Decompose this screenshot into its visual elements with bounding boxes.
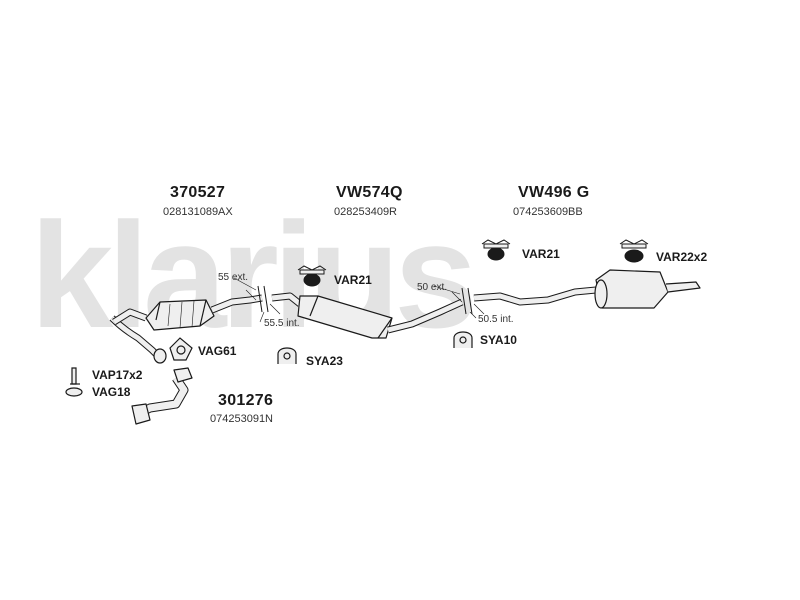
section-ref: 074253091N [210,413,274,425]
section-ref: 074253609BB [513,206,583,218]
middle-silencer [297,295,393,339]
fitting-code: VAG18 [92,385,131,399]
section-part-number: 301276 [218,392,274,409]
down-pipe-301276 [131,367,193,425]
var21-hanger-icon [297,265,327,287]
leader-int-555 [259,311,265,323]
fitting-code: VAR21 [334,273,372,287]
fitting-code: SYA10 [480,333,517,347]
section-part-number: VW496 G [518,184,590,201]
fitting-code: SYA23 [306,354,343,368]
vag18-gasket-icon [65,387,83,397]
fitting-code: VAR21 [522,247,560,261]
brand-watermark: klarius [30,205,478,345]
dimension-note: 55.5 int. [264,318,300,329]
section-part-number: 370527 [170,184,226,201]
sya23-clamp-icon [277,347,297,364]
rear-pipe [387,286,597,334]
front-pipe [109,308,167,364]
dimension-note: 50.5 int. [478,314,514,325]
intermediate-pipe [210,292,303,314]
vag61-gasket-icon [169,337,193,361]
section-part-number: VW574Q [336,184,403,201]
fitting-code: VAG61 [198,344,237,358]
rear-silencer [594,269,701,309]
section-ref: 028253409R [334,206,398,218]
leader-ext-55 [233,277,257,291]
section-ref: 028131089AX [163,206,233,218]
leader-int-505 [469,311,477,319]
vap17-bolt-icon [70,367,80,385]
leader-ext-50 [433,285,461,295]
fitting-code: VAR22x2 [656,250,708,264]
joint-50 [451,287,485,315]
dimension-note: 55 ext. [218,272,249,283]
dimension-note: 50 ext. [417,282,448,293]
catalytic-converter [145,299,215,331]
fitting-code: VAP17x2 [92,368,143,382]
joint-55 [245,285,281,315]
var22-hanger-icon [619,239,649,263]
sya10-clamp-icon [453,331,473,348]
var21-hanger-icon [481,239,511,261]
